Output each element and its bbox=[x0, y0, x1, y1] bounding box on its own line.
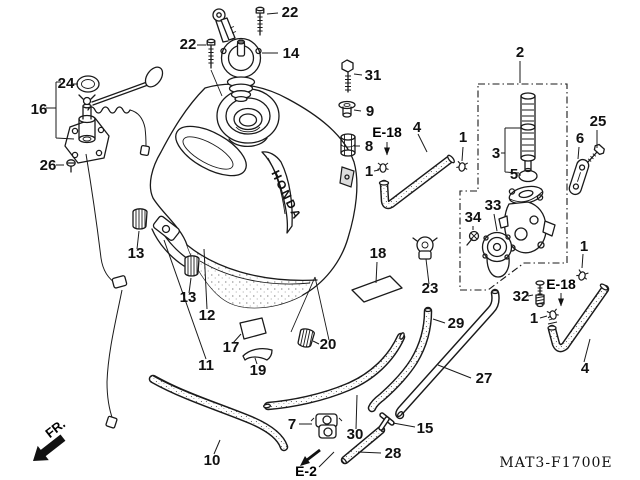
callout-4-top: 4 bbox=[413, 119, 422, 136]
tank-skirt-stipple bbox=[187, 245, 317, 308]
callout-5: 5 bbox=[510, 166, 518, 183]
callout-22-top: 22 bbox=[282, 4, 299, 21]
grommet-20 bbox=[297, 328, 315, 348]
screw-34 bbox=[466, 230, 480, 246]
leader-lines bbox=[46, 12, 598, 468]
wire-connector-upper bbox=[139, 144, 151, 157]
sender-wire bbox=[85, 153, 118, 285]
callout-25: 25 bbox=[590, 113, 607, 130]
callout-28: 28 bbox=[385, 445, 402, 462]
gasket-sheet-18 bbox=[351, 275, 403, 303]
clamp-7 bbox=[310, 413, 343, 439]
callout-4-right: 4 bbox=[581, 360, 590, 377]
hose-clip-1-b bbox=[455, 160, 469, 173]
callout-9: 9 bbox=[366, 103, 374, 120]
honda-wing-mark bbox=[261, 151, 293, 234]
o-ring-24 bbox=[76, 75, 100, 93]
grommet-23 bbox=[412, 236, 438, 260]
cap-bolt-top bbox=[255, 6, 265, 36]
callout-11: 11 bbox=[198, 357, 214, 374]
fuel-cap-assembly bbox=[212, 8, 262, 103]
callout-27: 27 bbox=[476, 370, 493, 387]
t-joint-15 bbox=[378, 412, 395, 431]
tank-front-flange bbox=[151, 215, 189, 267]
assembly-2-boundary bbox=[459, 83, 568, 291]
callout-13-mid: 13 bbox=[180, 289, 197, 306]
washer-9 bbox=[338, 100, 356, 118]
callout-3: 3 bbox=[492, 145, 500, 162]
callout-labels: 22 14 22 31 9 8 E-18 4 1 1 2 24 16 26 3 … bbox=[31, 4, 607, 479]
callout-2: 2 bbox=[516, 44, 524, 61]
hose-clip-1-d bbox=[574, 268, 590, 283]
hose-clip-1-c bbox=[545, 308, 560, 322]
callout-19: 19 bbox=[250, 362, 267, 379]
callout-13-left: 13 bbox=[128, 245, 145, 262]
mount-bolt-31 bbox=[341, 59, 354, 93]
callout-20: 20 bbox=[320, 336, 337, 353]
callout-23: 23 bbox=[422, 280, 439, 297]
tube-30 bbox=[262, 332, 406, 411]
callout-26: 26 bbox=[40, 157, 57, 174]
callout-1-top-left: 1 bbox=[365, 163, 373, 180]
float-arm bbox=[91, 81, 149, 106]
grommet-13-mid bbox=[184, 255, 200, 277]
wire-chain bbox=[87, 106, 131, 114]
callout-33: 33 bbox=[485, 197, 502, 214]
grommet-8 bbox=[340, 133, 356, 157]
callout-31: 31 bbox=[365, 67, 382, 84]
callout-24: 24 bbox=[58, 75, 75, 92]
diagram-code: MAT3-F1700E bbox=[499, 455, 612, 471]
callout-15: 15 bbox=[417, 420, 434, 437]
fuel-sender-unit bbox=[64, 66, 164, 429]
pad-19 bbox=[242, 348, 273, 361]
tube-29 bbox=[367, 306, 433, 413]
callout-10: 10 bbox=[204, 452, 221, 469]
callout-14: 14 bbox=[283, 45, 300, 62]
fuel-tank: HONDA bbox=[149, 69, 358, 341]
callout-30: 30 bbox=[347, 426, 364, 443]
tube-27 bbox=[395, 288, 500, 420]
callout-1-top-right: 1 bbox=[459, 129, 467, 146]
callout-e2: E-2 bbox=[295, 463, 317, 479]
callout-12: 12 bbox=[199, 307, 216, 324]
screw-32 bbox=[535, 280, 545, 308]
float bbox=[144, 66, 164, 88]
wire-connector-lower bbox=[105, 415, 118, 429]
diaphragm-cover-33 bbox=[481, 231, 513, 278]
callout-22-left: 22 bbox=[180, 36, 197, 53]
callout-1-right: 1 bbox=[580, 238, 588, 255]
fuel-hose-4-top bbox=[378, 154, 455, 210]
tank-recess bbox=[175, 125, 247, 177]
fuel-strainer-3 bbox=[520, 92, 536, 173]
callout-34: 34 bbox=[465, 209, 482, 226]
callout-e18-top: E-18 bbox=[372, 124, 402, 140]
tank-side-bracket bbox=[339, 166, 355, 188]
fuel-hose-4-right bbox=[547, 283, 610, 353]
callout-29: 29 bbox=[448, 315, 465, 332]
callout-18: 18 bbox=[370, 245, 387, 262]
pad-17 bbox=[239, 317, 267, 340]
callout-8: 8 bbox=[365, 138, 373, 155]
cap-bolt-left bbox=[206, 38, 216, 69]
o-ring-5 bbox=[518, 169, 538, 183]
callout-32: 32 bbox=[513, 288, 530, 305]
hose-clip-1-a bbox=[376, 162, 390, 173]
e2-arrow bbox=[300, 448, 321, 466]
callout-1-mid-right: 1 bbox=[530, 310, 538, 327]
callout-16: 16 bbox=[31, 101, 48, 118]
lever-6 bbox=[568, 158, 590, 196]
wire-connector-mid bbox=[111, 275, 128, 289]
fr-label: FR. bbox=[42, 416, 68, 441]
petcock-valve-body bbox=[498, 185, 556, 254]
callout-17: 17 bbox=[223, 339, 240, 356]
fr-direction-arrow: FR. bbox=[33, 416, 68, 461]
grommet-13-left bbox=[132, 208, 148, 230]
callout-7: 7 bbox=[288, 416, 296, 433]
callout-e18-right: E-18 bbox=[546, 276, 576, 292]
callout-6: 6 bbox=[576, 130, 584, 147]
tank-trim-10 bbox=[148, 374, 289, 452]
